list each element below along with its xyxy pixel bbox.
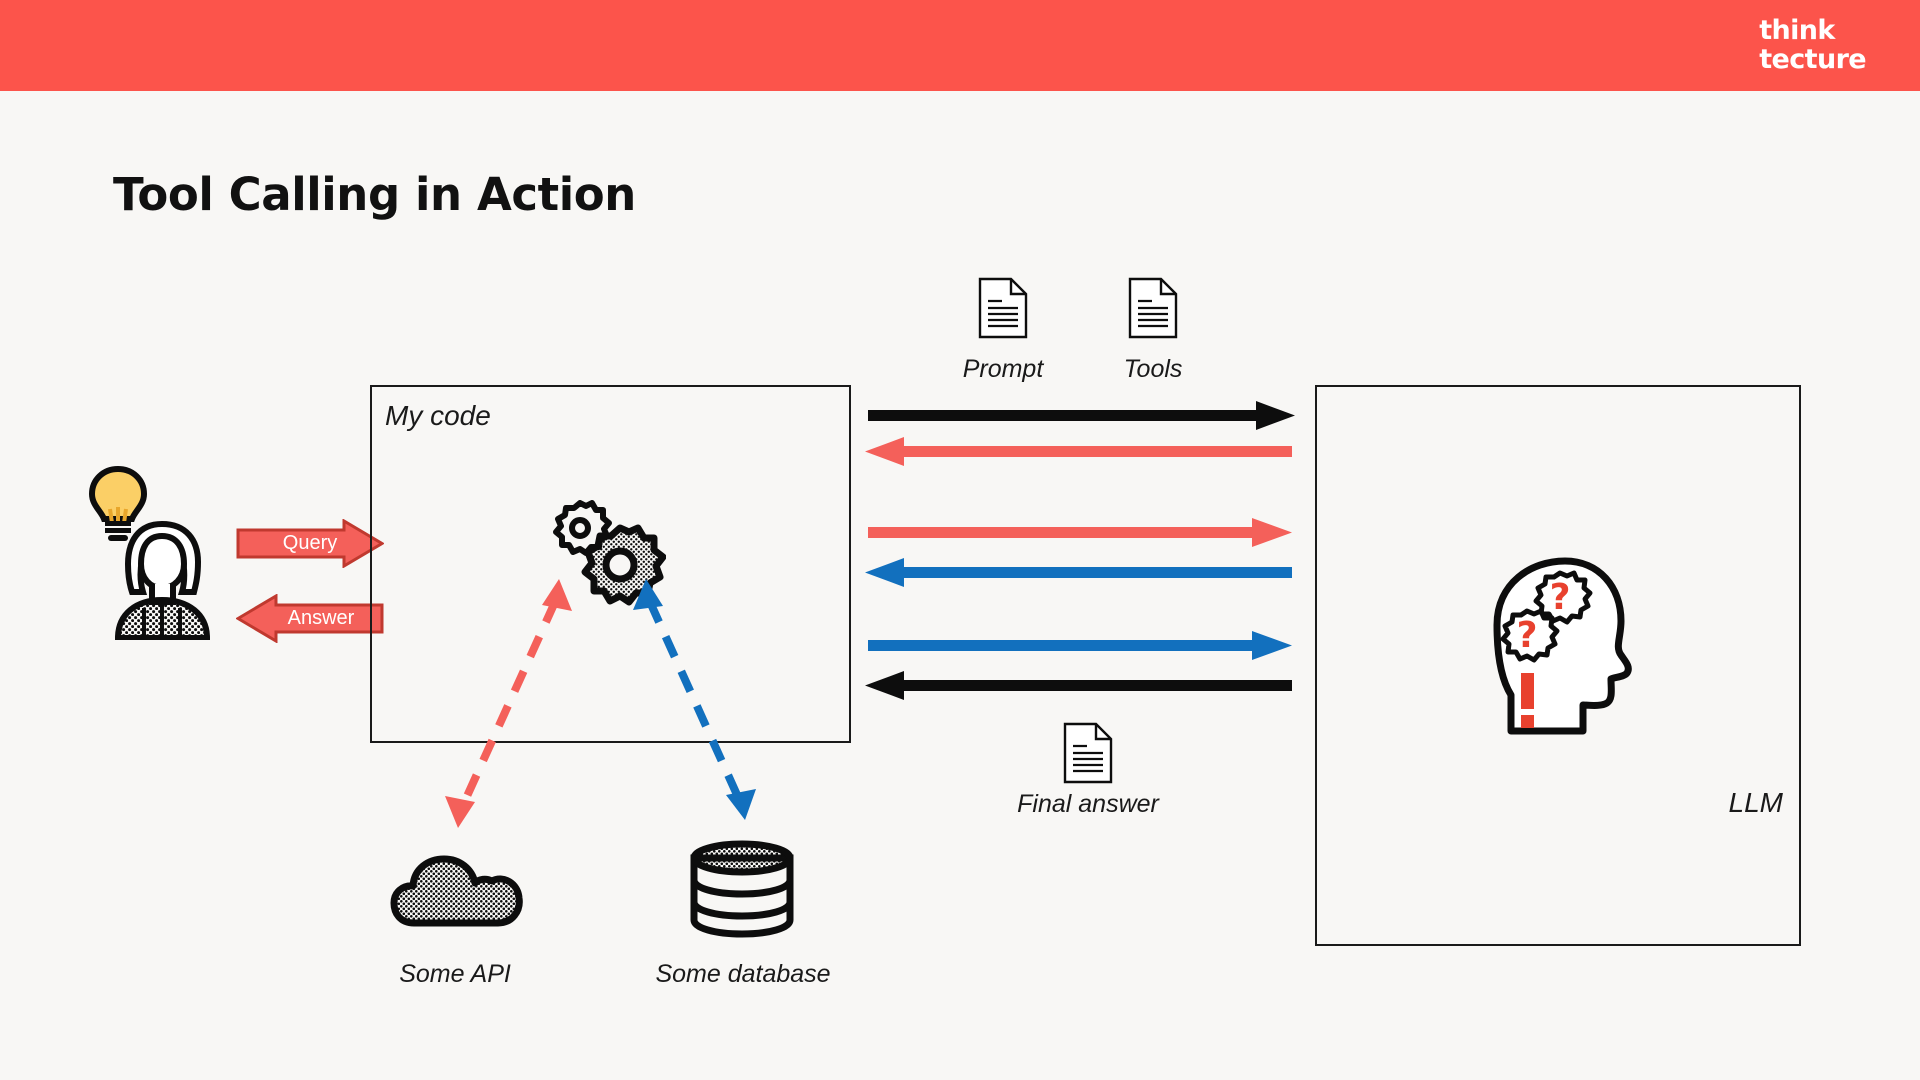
arrow-tool-call-2-back	[865, 558, 1292, 587]
my-code-box	[370, 385, 851, 743]
prompt-caption: Prompt	[962, 355, 1044, 383]
llm-label: LLM	[1728, 787, 1783, 818]
answer-arrow-label: Answer	[287, 607, 355, 629]
prompt-document-icon	[978, 277, 1028, 339]
gears-icon	[548, 500, 667, 610]
answer-arrow[interactable]: Answer	[236, 594, 384, 643]
message-arrow-group	[865, 401, 1295, 700]
some-api-caption: Some API	[399, 960, 511, 988]
external-links	[445, 579, 756, 828]
arrow-prompt-tools-out	[868, 401, 1295, 430]
query-arrow-label: Query	[282, 532, 338, 554]
arrow-tool-result-2	[868, 631, 1292, 660]
lightbulb-icon	[88, 465, 148, 545]
user-icon	[110, 520, 215, 641]
header-bar	[0, 0, 1920, 91]
thinking-head-icon: ? ?	[1487, 555, 1647, 740]
tools-document-icon	[1128, 277, 1178, 339]
my-code-label: My code	[385, 400, 491, 431]
final-answer-caption: Final answer	[1017, 790, 1159, 818]
api-link-line	[445, 579, 572, 828]
tools-caption: Tools	[1123, 355, 1183, 383]
brand-logo-line2: tecture	[1759, 44, 1866, 75]
page-title: Tool Calling in Action	[113, 168, 636, 221]
some-database-caption: Some database	[655, 960, 831, 988]
svg-text:?: ?	[1550, 577, 1571, 618]
database-icon	[688, 840, 796, 938]
arrow-final-answer-back	[865, 671, 1292, 700]
arrow-tool-result-1	[868, 518, 1292, 547]
arrow-tool-call-1-back	[865, 437, 1292, 466]
database-link-line	[633, 579, 756, 820]
svg-text:?: ?	[1517, 615, 1538, 656]
query-arrow[interactable]: Query	[236, 519, 384, 568]
brand-logo: think tecture	[1759, 16, 1866, 74]
llm-box: LLM	[1315, 385, 1801, 946]
cloud-icon	[390, 845, 525, 927]
final-answer-document-icon	[1063, 722, 1113, 784]
brand-logo-line1: think	[1759, 15, 1835, 46]
